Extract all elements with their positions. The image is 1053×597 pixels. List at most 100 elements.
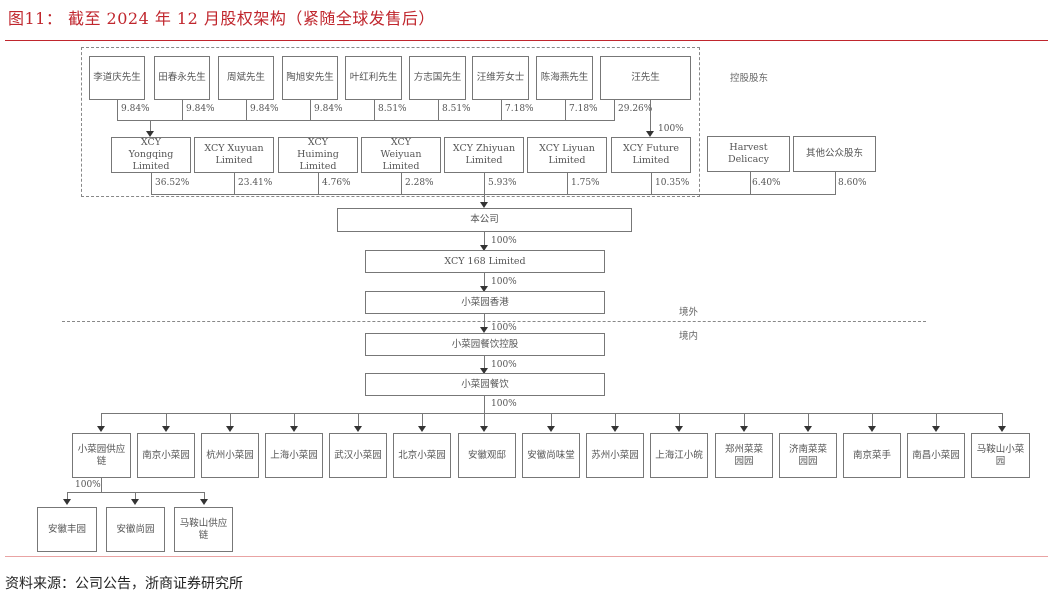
- arrow-down-icon: [868, 426, 876, 432]
- ownership-pct: 5.93%: [488, 178, 517, 188]
- ownership-pct: 8.51%: [378, 104, 407, 114]
- connector-line: [101, 413, 102, 427]
- holdco-name: XCY Xuyuan Limited: [204, 143, 264, 166]
- connector-line: [101, 413, 1003, 414]
- shareholder-name: 周斌先生: [226, 72, 265, 83]
- arrow-down-icon: [804, 426, 812, 432]
- connector-line: [551, 413, 552, 427]
- connector-line: [294, 413, 295, 427]
- subsidiary-name: 上海江小皖: [655, 449, 703, 461]
- connector-line: [422, 413, 423, 427]
- ownership-pct: 10.35%: [655, 178, 690, 188]
- shareholder-name: 叶红利先生: [349, 72, 398, 83]
- arrow-down-icon: [740, 426, 748, 432]
- subsidiary-name: 武汉小菜园: [334, 449, 382, 461]
- subsidiary-name: 郑州菜菜园园: [724, 443, 763, 467]
- connector-line: [651, 173, 652, 194]
- supply-chain-sub-box: 安徽丰园: [37, 507, 97, 552]
- connector-line: [117, 100, 118, 120]
- subsidiary-name: 安徽尚园: [116, 523, 155, 535]
- ownership-pct: 9.84%: [121, 104, 150, 114]
- holdco-box: XCY Yongqing Limited: [111, 137, 191, 173]
- connector-line: [246, 100, 247, 120]
- subsidiary-name: 南昌小菜园: [912, 449, 960, 461]
- offshore-label: 境外: [679, 307, 699, 318]
- shareholder-box: 汪维芳女士: [472, 56, 529, 100]
- ownership-pct: 4.76%: [322, 178, 351, 188]
- subsidiary-box: 上海小菜园: [265, 433, 323, 478]
- arrow-down-icon: [146, 131, 154, 137]
- ownership-pct: 7.18%: [569, 104, 598, 114]
- shareholder-box: 陈海燕先生: [536, 56, 593, 100]
- arrow-down-icon: [646, 131, 654, 137]
- holdco-name: XCY Weiyuan Limited: [380, 137, 422, 172]
- title-divider: [5, 40, 1048, 41]
- subsidiary-name: 苏州小菜园: [591, 449, 639, 461]
- ownership-pct: 1.75%: [571, 178, 600, 188]
- connector-line: [67, 492, 68, 500]
- subsidiary-box: 安徽尚味堂: [522, 433, 580, 478]
- ownership-pct: 100%: [658, 124, 684, 134]
- connector-line: [808, 413, 809, 427]
- arrow-down-icon: [480, 202, 488, 208]
- subsidiary-name: 杭州小菜园: [206, 449, 254, 461]
- subsidiary-box: 安徽观邸: [458, 433, 516, 478]
- connector-line: [484, 273, 485, 290]
- subsidiary-box: 北京小菜园: [393, 433, 451, 478]
- connector-line: [835, 172, 836, 194]
- subsidiary-box: 苏州小菜园: [586, 433, 644, 478]
- source-note: 资料来源：公司公告，浙商证券研究所: [5, 576, 243, 592]
- connector-line: [318, 173, 319, 194]
- connector-line: [872, 413, 873, 427]
- shareholder-box: 李道庆先生: [89, 56, 145, 100]
- shareholder-box: 田春永先生: [154, 56, 210, 100]
- holdco-name: XCY Huiming Limited: [297, 137, 339, 172]
- arrow-down-icon: [480, 286, 488, 292]
- connector-line: [565, 100, 566, 120]
- ownership-pct: 9.84%: [250, 104, 279, 114]
- connector-line: [117, 120, 615, 121]
- arrow-down-icon: [162, 426, 170, 432]
- connector-line: [650, 100, 651, 132]
- arrow-down-icon: [131, 499, 139, 505]
- connector-line: [501, 100, 502, 120]
- ownership-pct: 9.84%: [314, 104, 343, 114]
- connector-line: [936, 413, 937, 427]
- connector-line: [101, 478, 102, 492]
- shareholder-box: 叶红利先生: [345, 56, 402, 100]
- ownership-pct: 100%: [491, 323, 517, 333]
- subsidiary-name: 南京菜手: [852, 449, 891, 461]
- arrow-down-icon: [418, 426, 426, 432]
- arrow-down-icon: [480, 245, 488, 251]
- subsidiary-box: 南昌小菜园: [907, 433, 965, 478]
- ownership-pct: 6.40%: [752, 178, 781, 188]
- ownership-pct: 36.52%: [155, 178, 190, 188]
- holdco-box: XCY Liyuan Limited: [527, 137, 607, 173]
- subsidiary-box: 杭州小菜园: [201, 433, 259, 478]
- holdco-box: XCY Xuyuan Limited: [194, 137, 274, 173]
- company-box: XCY 168 Limited: [365, 250, 605, 273]
- connector-line: [484, 356, 485, 373]
- company-name: 小菜园餐饮: [461, 378, 509, 390]
- shareholder-box: 陶旭安先生: [282, 56, 338, 100]
- arrow-down-icon: [998, 426, 1006, 432]
- shareholder-box: 周斌先生: [218, 56, 274, 100]
- subsidiary-name: 安徽尚味堂: [527, 449, 575, 461]
- arrow-down-icon: [611, 426, 619, 432]
- arrow-down-icon: [480, 426, 488, 432]
- shareholder-box: 方志国先生: [409, 56, 466, 100]
- connector-line: [615, 413, 616, 427]
- holder-name: Harvest Delicacy: [728, 142, 769, 165]
- shareholder-name: 陶旭安先生: [286, 72, 334, 83]
- company-box: 小菜园餐饮: [365, 373, 605, 396]
- connector-line: [567, 173, 568, 194]
- ownership-pct: 7.18%: [505, 104, 534, 114]
- holdco-name: XCY Liyuan Limited: [539, 143, 595, 166]
- connector-line: [310, 100, 311, 120]
- connector-line: [166, 413, 167, 427]
- shareholder-name: 汪先生: [631, 72, 660, 83]
- shareholder-name: 汪维芳女士: [476, 72, 525, 83]
- connector-line: [151, 173, 152, 194]
- connector-line: [234, 173, 235, 194]
- connector-line: [744, 413, 745, 427]
